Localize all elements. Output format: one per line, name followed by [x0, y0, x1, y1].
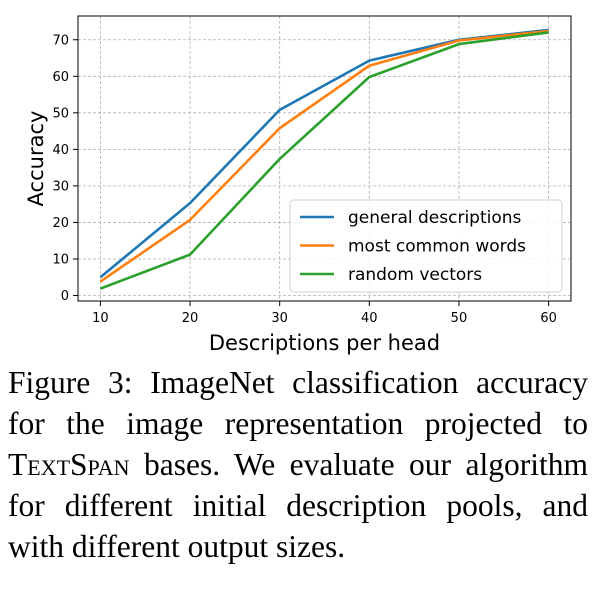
y-tick-label: 60 [52, 70, 69, 85]
line-chart: 10 20 30 40 50 60 0 10 20 30 40 50 60 70 Descriptions… [24, 15, 572, 355]
legend-entry: most common words [348, 237, 526, 257]
y-tick-label: 70 [52, 33, 69, 48]
legend-box [289, 199, 563, 293]
x-tick-label: 30 [271, 311, 288, 326]
legend-entry: random vectors [348, 265, 482, 285]
legend-entry: general descriptions [348, 208, 522, 228]
series-line [99, 29, 549, 283]
y-tick-label: 0 [61, 289, 69, 304]
plot-frame [77, 15, 572, 302]
caption-text-suffix: bases. We evaluate our algorithm for dif… [8, 447, 588, 564]
series-layer [99, 28, 549, 290]
x-tick-label: 60 [540, 311, 557, 326]
legend: general descriptions most common words ran… [289, 199, 563, 293]
caption-text-prefix: Figure 3: ImageNet classification accura… [8, 365, 588, 441]
x-tick-label: 40 [361, 311, 378, 326]
axis-ticks: 10 20 30 40 50 60 0 10 20 30 40 50 60 70 [52, 33, 556, 326]
series-line [99, 31, 549, 290]
x-tick-label: 20 [182, 311, 199, 326]
y-tick-label: 50 [52, 106, 69, 121]
x-tick-label: 10 [92, 311, 109, 326]
y-tick-label: 30 [52, 179, 69, 194]
y-tick-label: 40 [52, 143, 69, 158]
y-axis-label: Accuracy [24, 111, 48, 207]
x-tick-label: 50 [451, 311, 468, 326]
caption-method-name: TextSpan [8, 447, 130, 482]
y-tick-label: 20 [52, 216, 69, 231]
x-axis-label: Descriptions per head [209, 331, 440, 355]
y-tick-label: 10 [52, 252, 69, 267]
figure-caption: Figure 3: ImageNet classification accura… [8, 362, 588, 567]
